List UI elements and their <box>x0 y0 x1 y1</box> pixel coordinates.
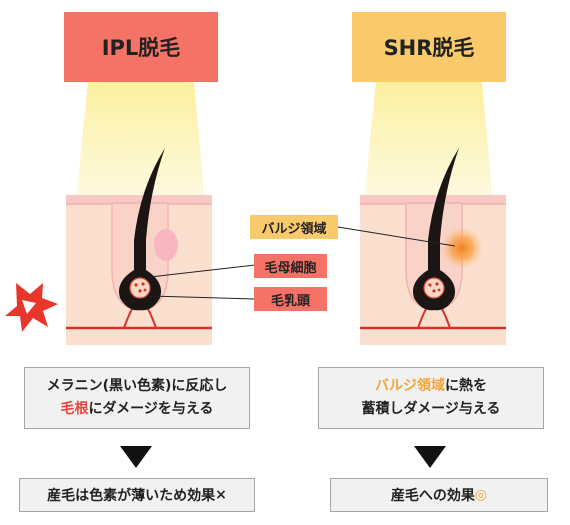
shr-result-text: 産毛への効果 <box>390 488 475 504</box>
shr-light-beam <box>364 82 493 200</box>
ipl-dermal-papilla <box>129 277 151 299</box>
ipl-desc-line2: 毛根にダメージを与える <box>61 398 214 421</box>
shr-description: バルジ領域に熱を 蓄積しダメージ与える <box>318 367 544 429</box>
ipl-light-beam <box>76 82 205 200</box>
ipl-desc-line1: メラニン(黒い色素)に反応し <box>46 378 228 394</box>
shr-result-mark: ◎ <box>474 487 488 503</box>
ipl-down-arrow-icon <box>120 446 152 468</box>
shr-dermal-papilla <box>423 277 445 299</box>
shr-desc-line1: バルジ領域に熱を <box>375 375 487 398</box>
hair-matrix-label: 毛母細胞 <box>254 254 327 278</box>
ipl-skin-block <box>66 148 212 345</box>
ipl-description: メラニン(黒い色素)に反応し 毛根にダメージを与える <box>24 367 250 429</box>
ipl-title: IPL脱毛 <box>64 12 218 82</box>
shr-down-arrow-icon <box>414 446 446 468</box>
ipl-result: 産毛は色素が薄いため効果× <box>19 478 255 512</box>
shr-desc-line1-rest: に熱を <box>445 378 487 394</box>
shr-title: SHR脱毛 <box>352 12 506 82</box>
shr-desc-line2: 蓄積しダメージ与える <box>361 401 501 417</box>
bulge-heat-glow <box>440 226 484 270</box>
shr-result: 産毛への効果◎ <box>330 478 548 512</box>
shr-hair <box>412 148 459 311</box>
bulge-region-label: バルジ領域 <box>250 215 338 239</box>
ipl-result-mark: × <box>215 487 227 503</box>
ipl-result-text: 産毛は色素が薄いため効果 <box>47 488 216 504</box>
shr-desc-highlight: バルジ領域 <box>375 378 445 394</box>
ipl-desc-line2-rest: にダメージを与える <box>88 401 214 417</box>
shr-skin-block <box>360 148 506 345</box>
dermal-papilla-label: 毛乳頭 <box>254 287 327 311</box>
ipl-hair <box>118 148 165 311</box>
ipl-desc-highlight: 毛根 <box>60 401 89 417</box>
